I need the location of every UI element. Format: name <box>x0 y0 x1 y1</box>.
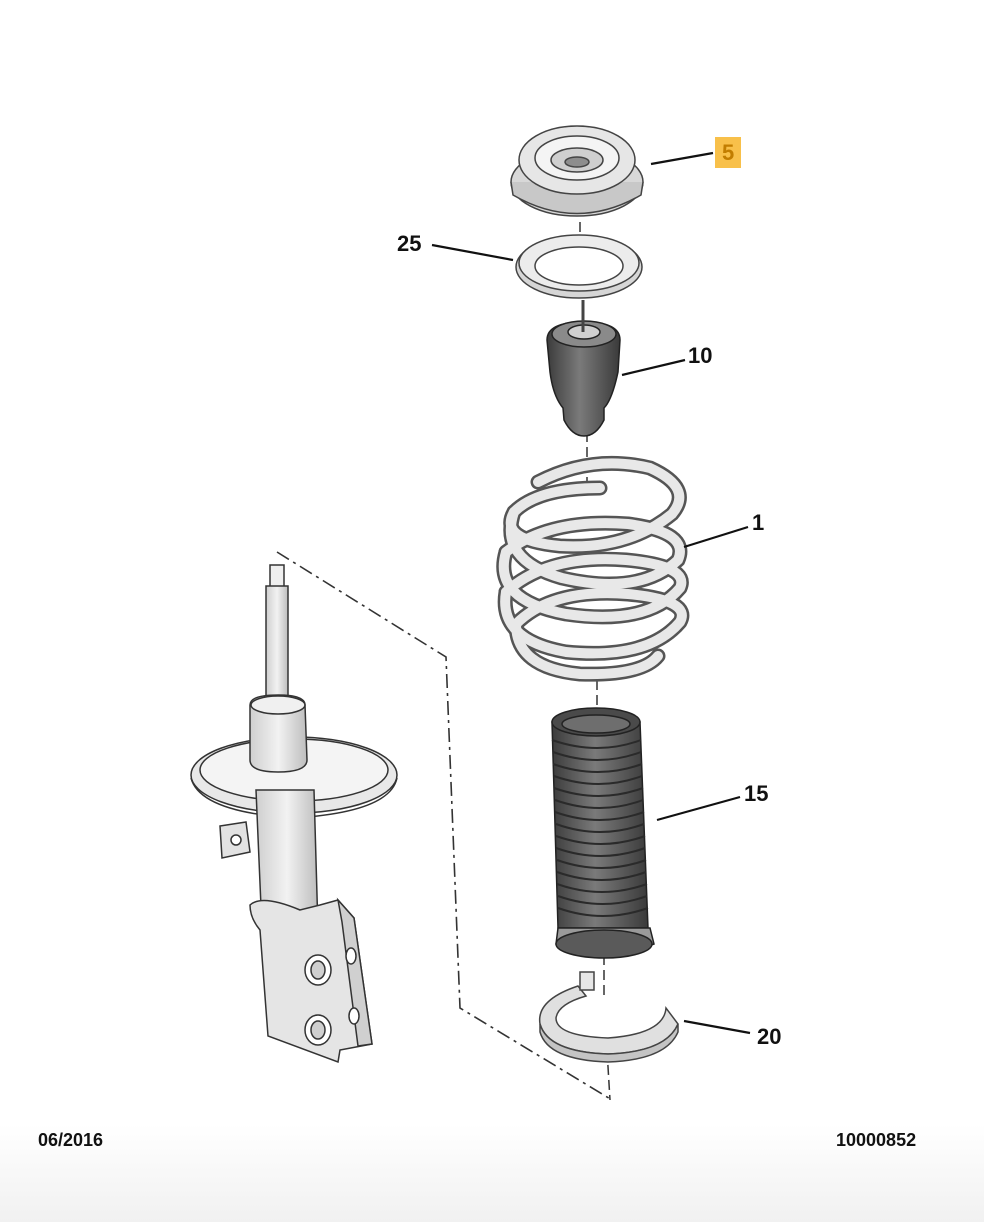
bump-stop-part-10 <box>546 300 621 437</box>
callout-part-20[interactable]: 20 <box>757 1024 782 1049</box>
callout-part-1[interactable]: 1 <box>752 510 765 535</box>
top-mount-part-5 <box>510 125 644 217</box>
leader-lines <box>431 151 751 1035</box>
dust-boot-part-15 <box>551 707 655 959</box>
callout-part-15[interactable]: 15 <box>744 781 769 806</box>
callout-part-25[interactable]: 25 <box>397 231 422 256</box>
callout-part-10[interactable]: 10 <box>688 343 713 368</box>
coil-spring-part-1 <box>496 455 690 682</box>
spring-seat-part-20 <box>538 971 679 1063</box>
diagram-date: 06/2016 <box>38 1130 104 1150</box>
callout-part-5[interactable]: 5 <box>715 137 742 168</box>
bearing-ring-part-25 <box>515 234 643 299</box>
strut-assembly <box>190 564 398 1064</box>
diagram-reference-number: 10000852 <box>836 1130 917 1150</box>
